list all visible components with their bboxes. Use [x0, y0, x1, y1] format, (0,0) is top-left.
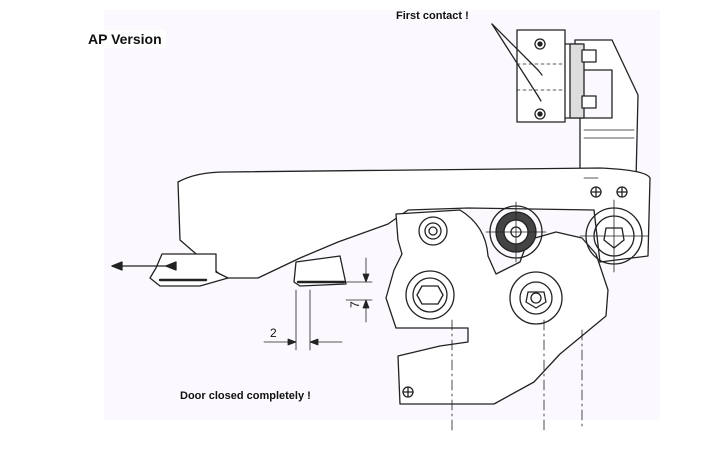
upper-hinge-bracket [559, 39, 639, 181]
dimension-gap-vertical: 7 [348, 301, 362, 308]
latch-tongue [149, 253, 229, 287]
center-lines [451, 319, 583, 431]
callout-arrow-1 [491, 23, 539, 71]
latch-plate [385, 209, 609, 405]
bolt-right [579, 199, 649, 273]
contact-block [516, 29, 566, 123]
door-closed-caption: Door closed completely ! [180, 390, 311, 402]
splined-shaft [509, 271, 563, 325]
dimension-gap-horizontal: 2 [270, 326, 277, 340]
striker [293, 255, 347, 287]
hex-socket-bolt [405, 270, 455, 320]
diagram-title: AP Version [84, 30, 166, 48]
bearing-center [485, 201, 547, 263]
callout-arrow-2 [491, 23, 539, 97]
small-pin-bottom [402, 386, 414, 398]
bolt-top-left [418, 216, 448, 246]
first-contact-callout: First contact ! [396, 10, 469, 22]
door-arm [177, 167, 651, 279]
dimension-lines [263, 257, 373, 351]
